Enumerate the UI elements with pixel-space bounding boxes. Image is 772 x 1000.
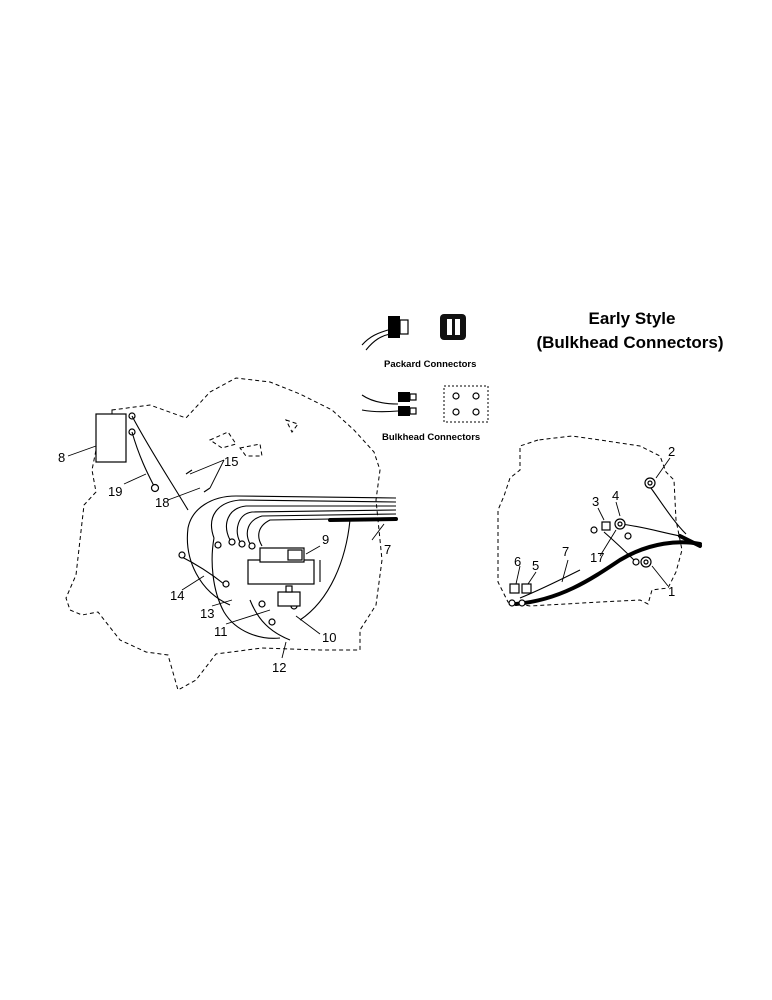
packard-connector-face-icon <box>440 314 466 340</box>
component-8-box <box>95 413 127 463</box>
connector-legend: Packard Connectors Bulkhead Connectors <box>361 314 489 443</box>
diagram-title: Early Style (Bulkhead Connectors) <box>536 309 723 352</box>
left-leaders <box>67 445 385 659</box>
callout-19: 19 <box>108 484 122 499</box>
callout-2: 2 <box>668 444 675 459</box>
component-3-box <box>601 521 611 531</box>
callout-14: 14 <box>170 588 184 603</box>
callout-17: 17 <box>590 550 604 565</box>
right-engine-view <box>497 435 702 607</box>
left-callouts: 8 19 18 15 9 7 14 13 11 10 12 <box>58 450 391 675</box>
callout-3: 3 <box>592 494 599 509</box>
callout-5: 5 <box>532 558 539 573</box>
right-engine-outline <box>497 435 683 607</box>
left-engine-view <box>65 377 398 691</box>
bulkhead-connectors-caption: Bulkhead Connectors <box>382 432 480 443</box>
right-harness <box>514 483 702 606</box>
callout-8: 8 <box>58 450 65 465</box>
title-line-2: (Bulkhead Connectors) <box>536 333 723 352</box>
callout-4: 4 <box>612 488 619 503</box>
title-line-1: Early Style <box>589 309 676 328</box>
packard-connector-side-icon <box>361 316 409 351</box>
callout-12: 12 <box>272 660 286 675</box>
callout-6: 6 <box>514 554 521 569</box>
component-10-box <box>277 585 301 607</box>
component-6-box <box>509 583 520 594</box>
callout-18: 18 <box>155 495 169 510</box>
component-9-box <box>247 547 321 585</box>
left-harness-bundle <box>131 415 398 641</box>
callout-11: 11 <box>214 624 228 639</box>
packard-connectors-caption: Packard Connectors <box>384 359 476 370</box>
callout-15: 15 <box>224 454 238 469</box>
callout-10: 10 <box>322 630 336 645</box>
bulkhead-connector-side-icon <box>361 392 417 416</box>
callout-7-right: 7 <box>562 544 569 559</box>
callout-1: 1 <box>668 584 675 599</box>
callout-7-left: 7 <box>384 542 391 557</box>
bulkhead-connector-face-icon <box>443 385 489 423</box>
right-leaders <box>515 457 671 587</box>
callout-9: 9 <box>322 532 329 547</box>
right-callouts: 2 3 4 17 6 5 7 1 <box>514 444 675 599</box>
callout-13: 13 <box>200 606 214 621</box>
component-5-box <box>521 583 532 594</box>
